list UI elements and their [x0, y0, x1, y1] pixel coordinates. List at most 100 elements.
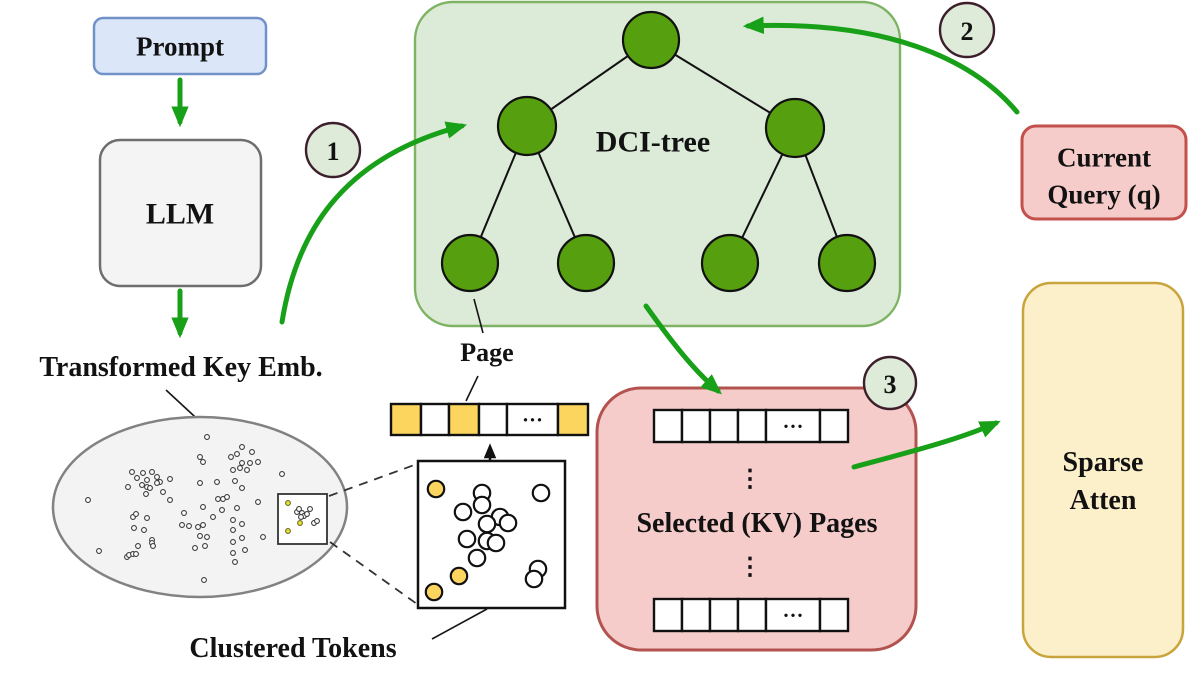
- token-dot: [214, 479, 220, 485]
- token-dot: [197, 454, 203, 460]
- token-dot: [154, 480, 160, 486]
- token-dot: [144, 477, 150, 483]
- arrow-tree-to-kv: [643, 303, 722, 395]
- token-dot: [129, 469, 135, 475]
- sparse-atten-box: [1021, 281, 1185, 659]
- step-badge-3: [862, 355, 918, 411]
- page-cell-white: [818, 408, 850, 444]
- dci-tree-label: DCI-tree: [596, 126, 710, 159]
- token-dot: [186, 523, 192, 529]
- token-dot: [125, 484, 131, 490]
- cluster-token-circle: [531, 483, 551, 503]
- token-dot: [85, 497, 91, 503]
- page-cell-white: [680, 597, 712, 633]
- prompt-box: [92, 16, 268, 76]
- tree-node: [496, 95, 558, 157]
- tree-node: [817, 233, 877, 293]
- token-dot-selected: [285, 500, 291, 506]
- cluster-token-circle-selected: [424, 582, 444, 602]
- token-dot: [219, 507, 225, 513]
- token-dot: [247, 460, 253, 466]
- token-dot: [160, 489, 166, 495]
- page-pointer-upper: [473, 298, 484, 334]
- token-dot: [167, 476, 173, 482]
- ellipsis-text: ···: [522, 408, 543, 432]
- cluster-token-circle: [457, 529, 477, 549]
- token-dot: [131, 525, 137, 531]
- token-dot: [230, 539, 236, 545]
- arrow-query-to-tree: [742, 16, 1020, 115]
- tree-node-root: [621, 10, 681, 70]
- token-dot: [234, 505, 240, 511]
- token-dot: [200, 504, 206, 510]
- page-cell-white: [736, 408, 768, 444]
- step-badge-1: [304, 121, 362, 179]
- tree-node: [556, 233, 616, 293]
- token-dot: [195, 524, 201, 530]
- step-3-label: 3: [884, 370, 897, 399]
- token-dot: [135, 543, 141, 549]
- page-cell-yellow: [447, 402, 481, 437]
- transformed-key-emb-label: Transformed Key Emb.: [39, 352, 322, 383]
- token-dot: [224, 494, 230, 500]
- cluster-box-dots: [285, 500, 320, 534]
- token-dot: [147, 485, 153, 491]
- token-dot: [201, 577, 207, 583]
- tree-node: [440, 233, 500, 293]
- ellipsis-text: ···: [782, 604, 803, 628]
- current-query-box: [1020, 124, 1188, 221]
- token-dot: [202, 543, 208, 549]
- token-dot: [237, 465, 243, 471]
- kv-vdots-top: ⋮: [738, 466, 762, 492]
- token-dot: [133, 551, 139, 557]
- tree-node: [764, 97, 826, 159]
- sparse-atten-label-line1: Sparse: [1063, 447, 1144, 478]
- sparse-atten-label-line2: Atten: [1070, 485, 1137, 516]
- token-dot: [296, 506, 302, 512]
- token-dot: [96, 548, 102, 554]
- token-dot: [140, 470, 146, 476]
- token-dot: [144, 515, 150, 521]
- dashed-connector-bottom: [329, 541, 418, 605]
- page-pointer-lower: [465, 375, 479, 402]
- page-cell-white: [477, 402, 509, 437]
- llm-label: LLM: [146, 198, 214, 231]
- token-dot: [232, 559, 238, 565]
- token-dot: [134, 475, 140, 481]
- page-cell-white: [736, 597, 768, 633]
- token-dot: [260, 534, 266, 540]
- token-dot: [200, 522, 206, 528]
- cluster-token-circle: [453, 502, 473, 522]
- token-dot: [204, 534, 210, 540]
- token-dot: [197, 480, 203, 486]
- arrow-embeddings-to-tree: [279, 121, 468, 325]
- kv-vdots-bottom: ⋮: [738, 554, 762, 580]
- token-dot: [210, 514, 216, 520]
- token-dot: [239, 521, 245, 527]
- kv-page-rows: ······: [652, 408, 850, 633]
- cluster-token-circle: [477, 514, 497, 534]
- token-dot: [230, 527, 236, 533]
- prompt-label: Prompt: [136, 31, 224, 61]
- selected-kv-label: Selected (KV) Pages: [636, 508, 877, 539]
- page-cell-white: [652, 408, 684, 444]
- page-label: Page: [460, 338, 513, 367]
- cluster-token-circle: [498, 513, 518, 533]
- token-dot: [230, 517, 236, 523]
- token-dot: [255, 499, 261, 505]
- token-dot: [197, 533, 203, 539]
- page-cell-yellow: [556, 402, 590, 437]
- token-dot: [228, 454, 234, 460]
- token-dot: [181, 510, 187, 516]
- token-dot: [230, 550, 236, 556]
- cluster-token-circle-selected: [449, 566, 469, 586]
- clustered-tokens-label: Clustered Tokens: [189, 633, 396, 664]
- token-dot: [249, 449, 255, 455]
- current-query-label-line1: Current: [1057, 142, 1151, 172]
- current-query-label-line2: Query (q): [1047, 179, 1160, 209]
- llm-box: [98, 138, 263, 288]
- step-2-label: 2: [961, 17, 974, 46]
- token-dot: [242, 547, 248, 553]
- token-dot-selected: [297, 520, 303, 526]
